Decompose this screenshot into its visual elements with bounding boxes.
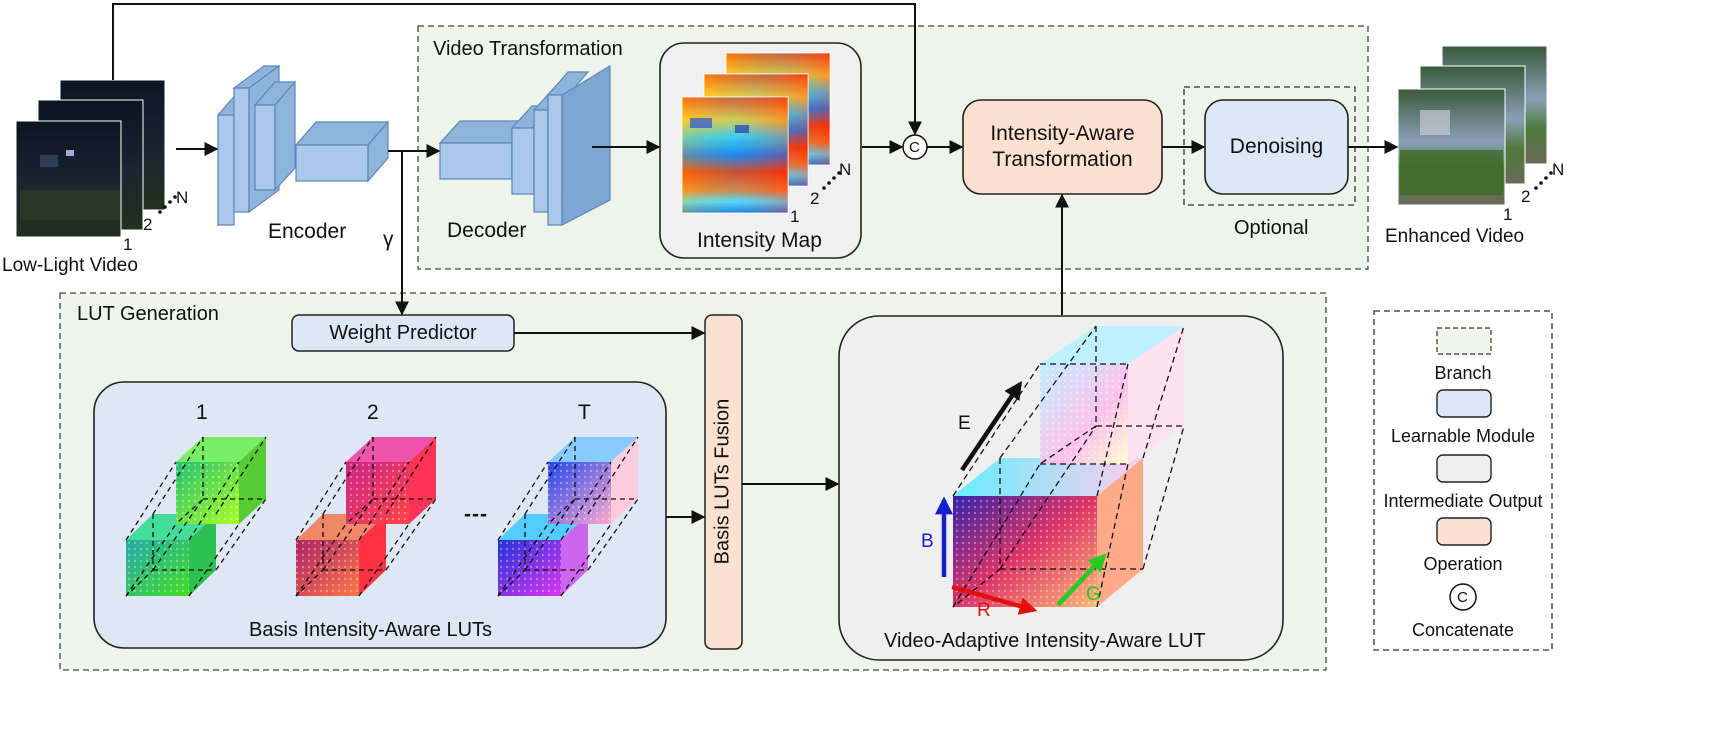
encoder-block bbox=[217, 64, 390, 227]
basis-lut-1 bbox=[125, 436, 267, 597]
basis-lut-index-t: T bbox=[578, 401, 591, 424]
legend-operation-label: Operation bbox=[1423, 554, 1503, 574]
basis-luts-fusion-label: Basis LUTs Fusion bbox=[711, 398, 734, 565]
legend-concat-symbol: C bbox=[1457, 589, 1468, 606]
basis-lut-ellipsis: --- bbox=[464, 503, 488, 526]
concatenate-symbol: C bbox=[909, 139, 920, 156]
legend-learnable-swatch bbox=[1436, 389, 1492, 418]
intensity-frame-index-n: N bbox=[839, 160, 852, 179]
enhanced-video-frames bbox=[1397, 45, 1548, 206]
basis-lut-t bbox=[497, 436, 639, 597]
gamma-label: γ bbox=[383, 228, 394, 251]
basis-lut-2 bbox=[295, 436, 437, 597]
axis-e-label: E bbox=[958, 413, 971, 434]
legend-operation-swatch bbox=[1436, 517, 1492, 546]
video-adaptive-lut-label: Video-Adaptive Intensity-Aware LUT bbox=[884, 630, 1206, 652]
flow-arrows bbox=[112, 3, 1399, 524]
low-light-frame-index-2: 2 bbox=[143, 215, 153, 234]
basis-luts-panel-label: Basis Intensity-Aware LUTs bbox=[249, 619, 493, 641]
lut-generation-title: LUT Generation bbox=[77, 303, 219, 325]
legend-branch-label: Branch bbox=[1434, 363, 1492, 383]
basis-luts-fusion-box bbox=[704, 314, 743, 650]
optional-label: Optional bbox=[1234, 217, 1309, 239]
intensity-frame-index-2: 2 bbox=[810, 189, 820, 208]
intensity-aware-transformation-label: Intensity-Aware Transformation bbox=[990, 121, 1135, 171]
enhanced-video-label: Enhanced Video bbox=[1385, 226, 1525, 247]
basis-lut-index-2: 2 bbox=[367, 401, 379, 424]
axis-r-arrow bbox=[951, 584, 1038, 615]
legend-learnable-label: Learnable Module bbox=[1390, 426, 1536, 446]
weight-predictor-label: Weight Predictor bbox=[329, 321, 477, 344]
legend-intermediate-swatch bbox=[1436, 454, 1492, 483]
decoder-block bbox=[438, 64, 611, 226]
low-light-frame-index-n: N bbox=[176, 188, 189, 207]
enhanced-frame-index-n: N bbox=[1552, 160, 1565, 179]
video-adaptive-lut-cube bbox=[935, 325, 1185, 615]
axis-g-label: G bbox=[1086, 584, 1101, 605]
axis-r-label: R bbox=[977, 600, 991, 621]
encoder-label: Encoder bbox=[268, 220, 347, 243]
basis-lut-index-1: 1 bbox=[196, 401, 208, 424]
low-light-video-label: Low-Light Video bbox=[2, 255, 138, 276]
intensity-map-label: Intensity Map bbox=[697, 229, 822, 252]
axis-b-label: B bbox=[921, 531, 934, 552]
legend-intermediate-label: Intermediate Output bbox=[1383, 491, 1543, 511]
legend-branch-swatch bbox=[1436, 327, 1492, 355]
video-transformation-title: Video Transformation bbox=[433, 38, 623, 60]
axis-e-arrow bbox=[960, 381, 1023, 472]
denoising-label: Denoising bbox=[1229, 134, 1324, 158]
legend-concat-swatch bbox=[1449, 583, 1477, 611]
legend-concatenate-label: Concatenate bbox=[1411, 620, 1515, 640]
intensity-frame-index-1: 1 bbox=[790, 207, 800, 226]
enhanced-frame-index-2: 2 bbox=[1521, 187, 1531, 206]
intensity-map-frames bbox=[681, 52, 831, 214]
enhanced-frame-index-1: 1 bbox=[1503, 205, 1513, 224]
low-light-frame-index-1: 1 bbox=[123, 235, 133, 254]
axis-g-arrow bbox=[1056, 553, 1107, 607]
low-light-video-frames bbox=[15, 79, 166, 238]
decoder-label: Decoder bbox=[447, 219, 527, 242]
frame-stack-dots bbox=[158, 171, 1553, 214]
